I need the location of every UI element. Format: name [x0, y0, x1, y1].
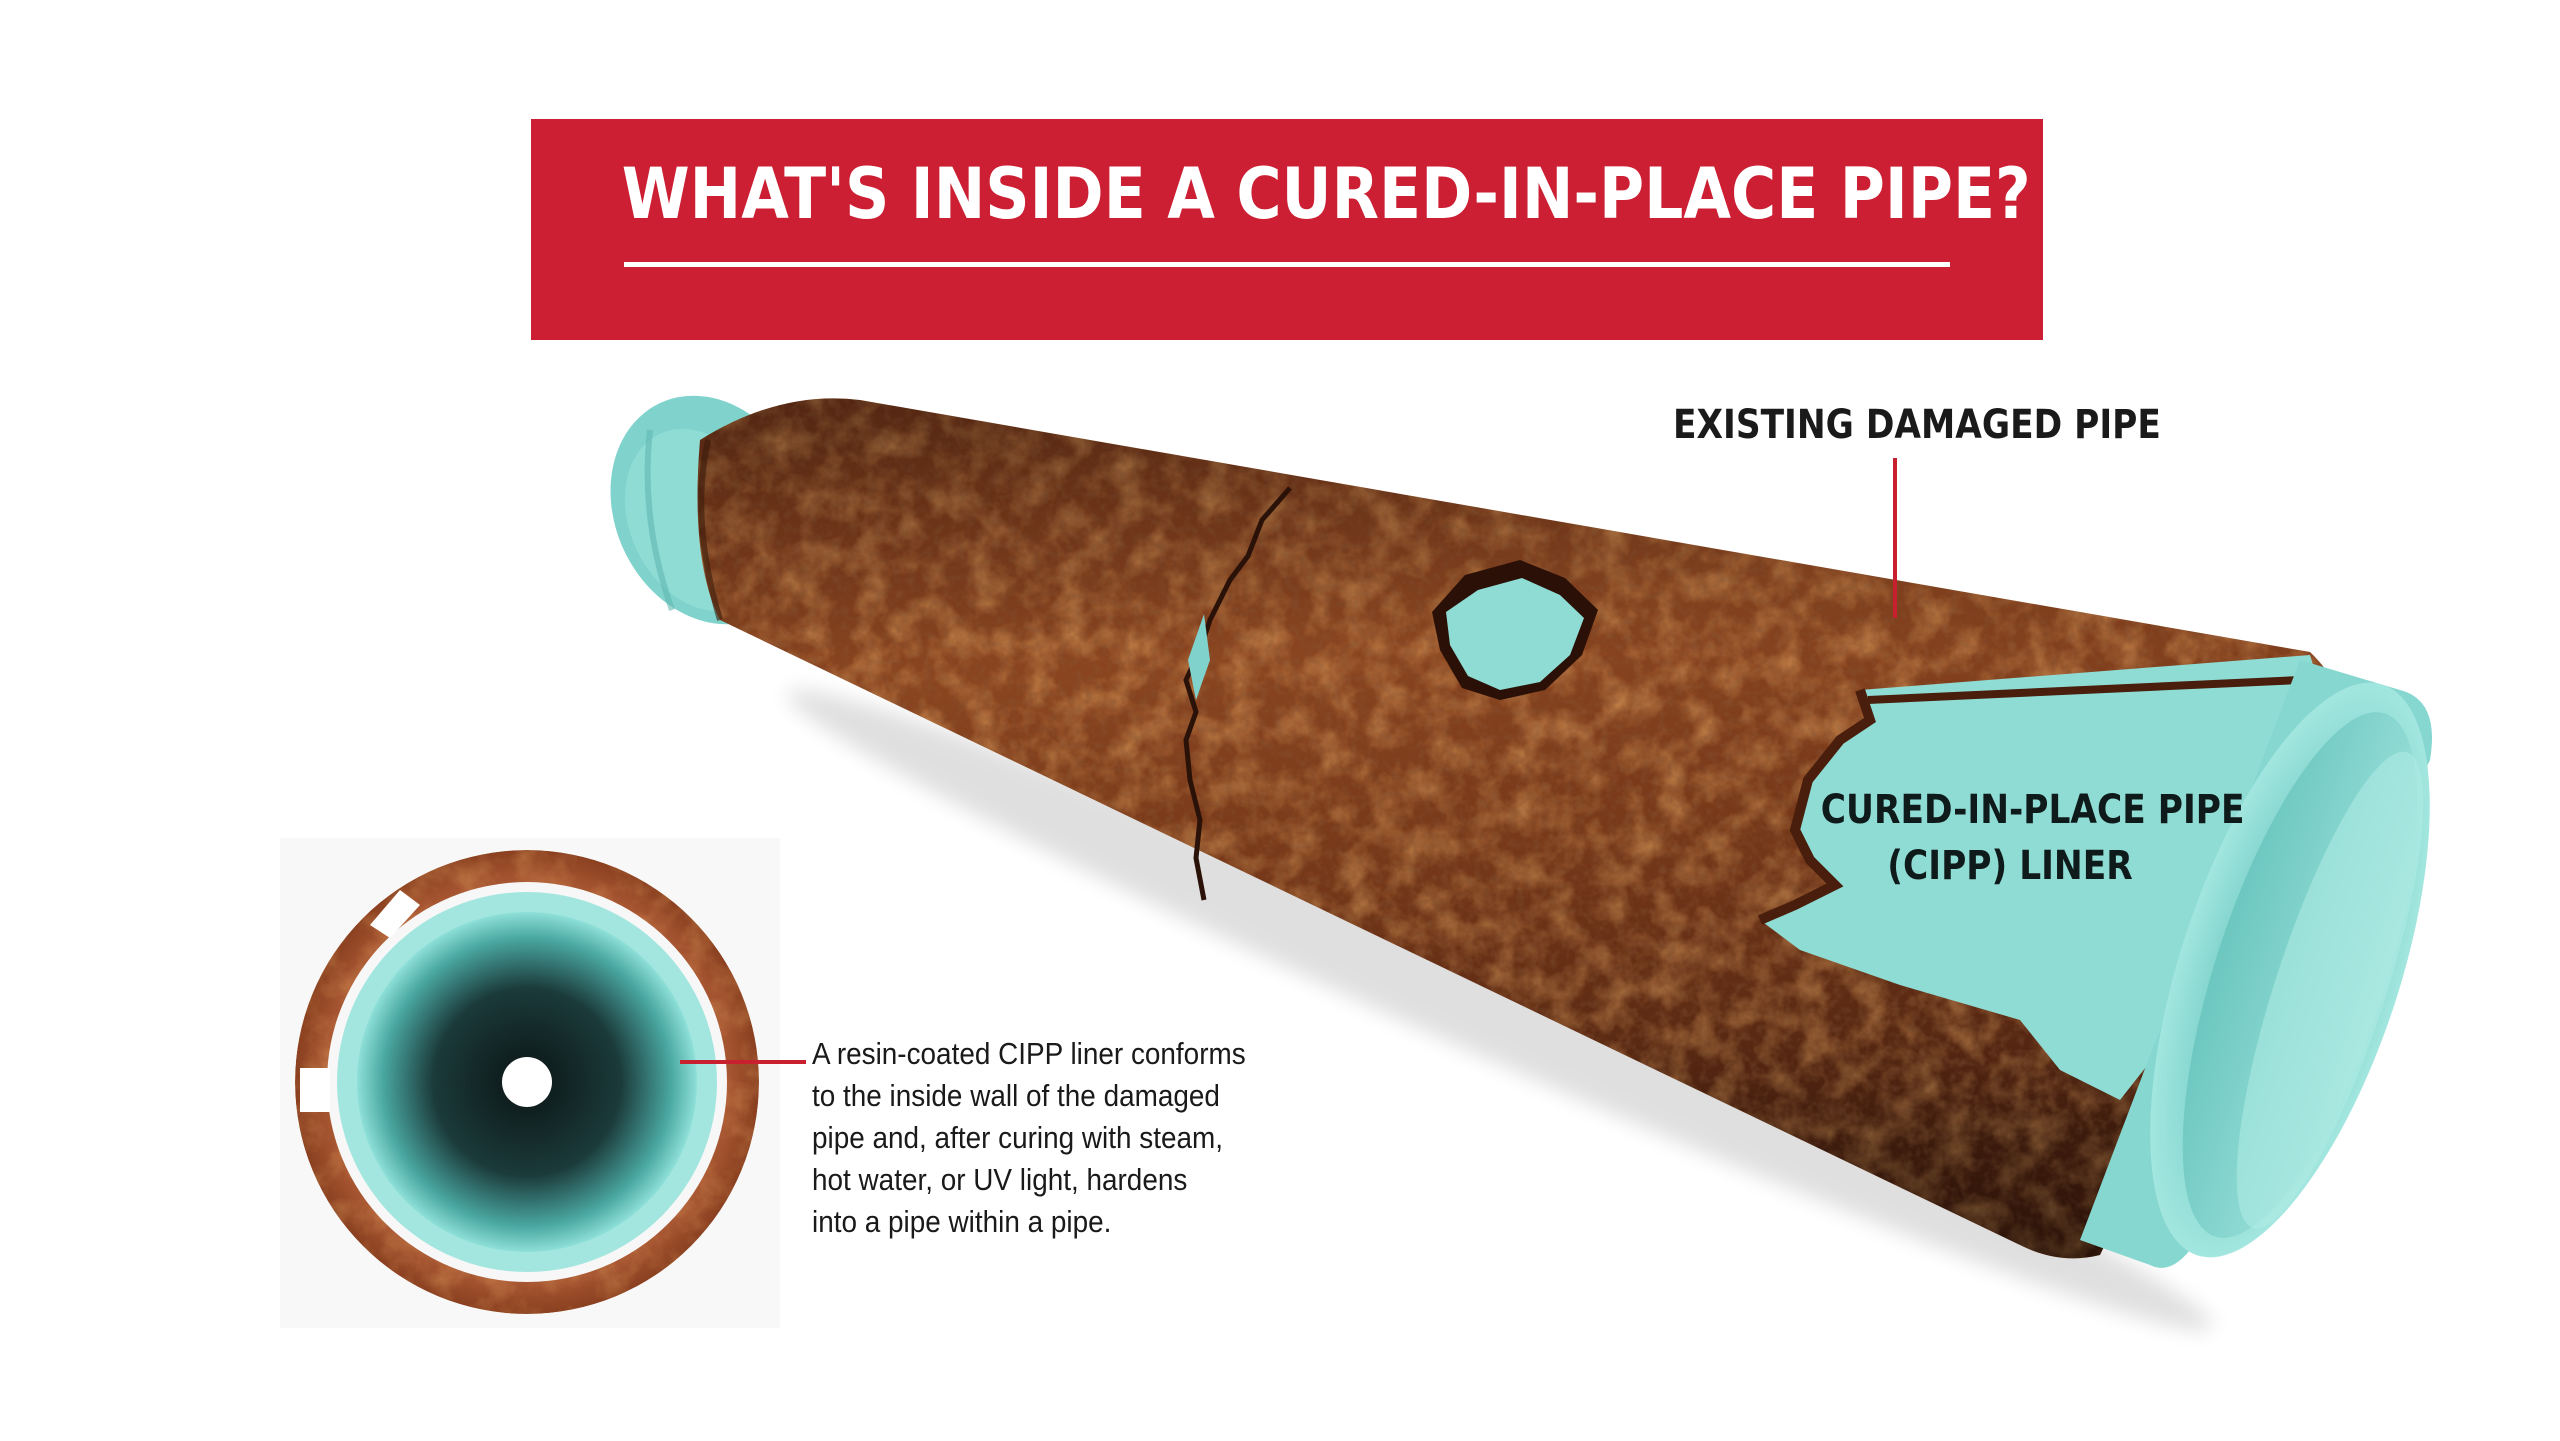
- description-line: A resin-coated CIPP liner conforms: [812, 1036, 1246, 1071]
- description-line: hot water, or UV light, hardens: [812, 1162, 1188, 1197]
- liner-end-right: [2080, 660, 2432, 1268]
- cipp-liner-label: CURED-IN-PLACE PIPE (CIPP) LINER: [1820, 782, 2245, 894]
- cross-section-illustration: [280, 838, 806, 1328]
- description-line: into a pipe within a pipe.: [812, 1204, 1112, 1239]
- page-title: WHAT'S INSIDE A CURED-IN-PLACE PIPE?: [621, 153, 2031, 235]
- pipe-crack: [1183, 486, 1292, 901]
- cipp-description: A resin-coated CIPP liner conforms to th…: [812, 1033, 1280, 1243]
- description-line: pipe and, after curing with steam,: [812, 1120, 1223, 1155]
- cipp-liner-label-line1: CURED-IN-PLACE PIPE: [1820, 787, 2245, 833]
- title-underline: [624, 262, 1950, 267]
- description-line: to the inside wall of the damaged: [812, 1078, 1220, 1113]
- existing-pipe-label: EXISTING DAMAGED PIPE: [1673, 402, 2161, 448]
- title-banner: WHAT'S INSIDE A CURED-IN-PLACE PIPE?: [531, 119, 2043, 340]
- cipp-liner-label-line2: (CIPP) LINER: [1887, 843, 2133, 889]
